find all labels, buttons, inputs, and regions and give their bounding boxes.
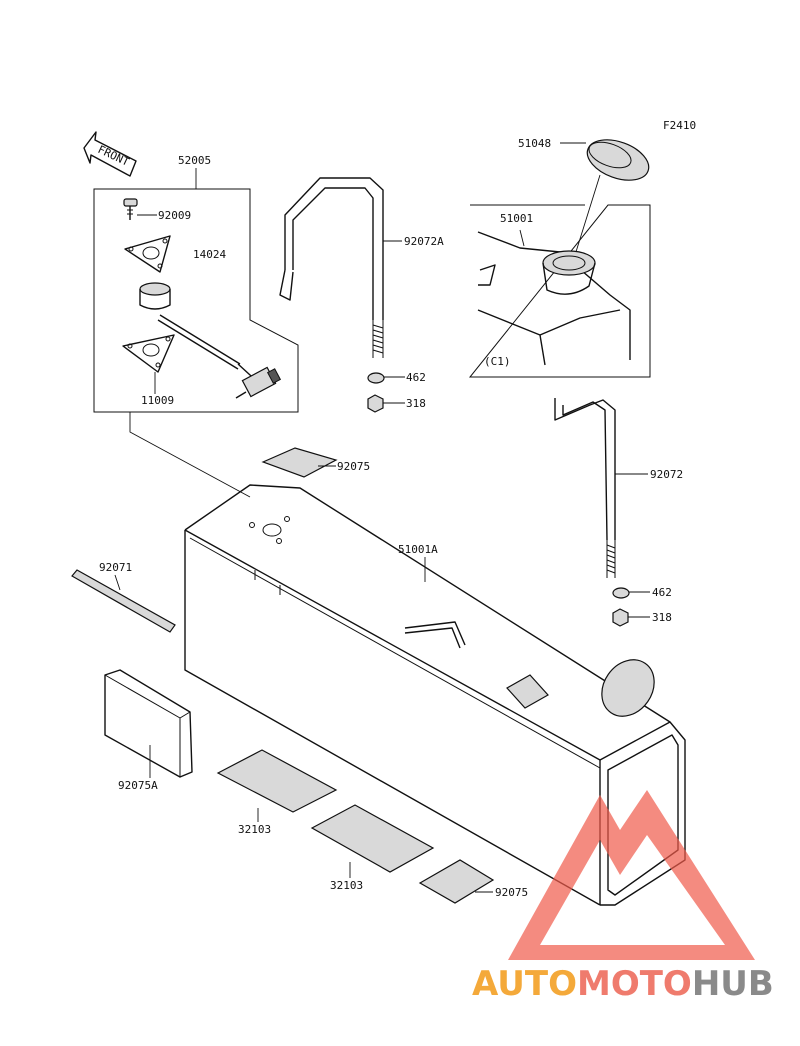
label-32103-left: 32103: [238, 823, 271, 836]
pad-92075-lower: [418, 859, 495, 904]
fuel-tank-51001A: [184, 484, 686, 906]
figure-code: F2410: [663, 119, 696, 132]
strap-92072A: [279, 177, 384, 358]
gasket-11009: [122, 334, 175, 373]
watermark-logo: [508, 790, 755, 960]
label-462-lower: 462: [652, 586, 672, 599]
label-92072A: 92072A: [404, 235, 444, 248]
label-92072: 92072: [650, 468, 683, 481]
pad-32103-left: [216, 749, 338, 813]
front-arrow-icon: FRONT: [83, 131, 137, 177]
watermark-triangle-icon: [508, 790, 755, 960]
label-92075A: 92075A: [118, 779, 158, 792]
fuel-pump-assembly: 52005 92009 14024: [93, 154, 299, 498]
label-462-upper: 462: [406, 371, 426, 384]
watermark-hub: HUB: [692, 964, 774, 1004]
tank-detail-51001: [468, 204, 651, 378]
label-52005: 52005: [178, 154, 211, 167]
label-92071: 92071: [99, 561, 132, 574]
strip-92071: [71, 569, 176, 633]
label-14024: 14024: [193, 248, 226, 261]
nut-318-lower: [612, 608, 629, 627]
fuel-pump-14024: [139, 282, 282, 399]
pad-92075-upper: [261, 447, 338, 478]
washer-462-upper: [367, 372, 385, 384]
label-c1: (C1): [484, 355, 511, 368]
label-318-upper: 318: [406, 397, 426, 410]
label-51048: 51048: [518, 137, 551, 150]
fuel-cap-51048: [574, 139, 650, 256]
pad-32103-right: [310, 804, 435, 873]
nut-318-upper: [367, 394, 384, 413]
front-label: FRONT: [96, 143, 132, 169]
washer-462-lower: [612, 587, 630, 599]
label-11009: 11009: [141, 394, 174, 407]
label-92075-lower: 92075: [495, 886, 528, 899]
label-92075-upper: 92075: [337, 460, 370, 473]
gasket-14024: [124, 235, 171, 273]
watermark-moto: MOTO: [577, 964, 692, 1004]
strap-92072: [554, 398, 616, 578]
pad-92075A: [104, 669, 193, 778]
label-51001A: 51001A: [398, 543, 438, 556]
label-32103-right: 32103: [330, 879, 363, 892]
label-318-lower: 318: [652, 611, 672, 624]
watermark-auto: AUTO: [472, 964, 577, 1004]
label-92009: 92009: [158, 209, 191, 222]
bolt-92009: [123, 198, 138, 220]
watermark-text: AUTOMOTOHUB: [472, 964, 774, 1004]
label-51001: 51001: [500, 212, 533, 225]
